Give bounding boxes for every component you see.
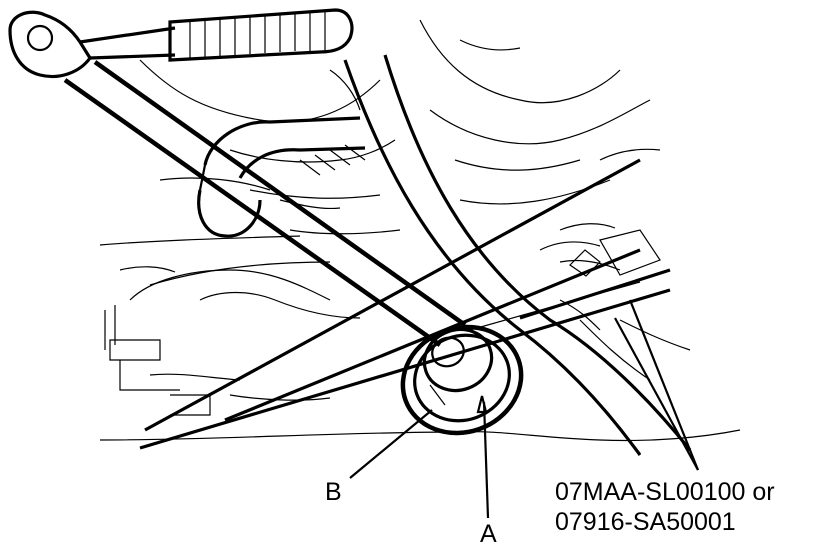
leader-line-tool-1 bbox=[614, 317, 699, 471]
leader-line-a bbox=[482, 401, 490, 519]
drain-bolt-assembly bbox=[400, 324, 524, 436]
label-tool-number-1: 07MAA-SL00100 or bbox=[555, 478, 775, 506]
ratchet-wrench-icon bbox=[8, 8, 467, 347]
transmission-housing bbox=[99, 19, 741, 442]
leader-lines bbox=[349, 299, 700, 519]
label-b: B bbox=[325, 478, 342, 506]
label-tool-number-2: 07916-SA50001 bbox=[555, 508, 736, 536]
leader-line-tool-2 bbox=[628, 299, 700, 471]
leader-line-b bbox=[349, 409, 433, 479]
curved-support bbox=[343, 54, 692, 456]
special-tool-icon bbox=[197, 116, 366, 238]
drain-bolt-icon bbox=[422, 327, 494, 406]
label-a: A bbox=[480, 520, 497, 548]
